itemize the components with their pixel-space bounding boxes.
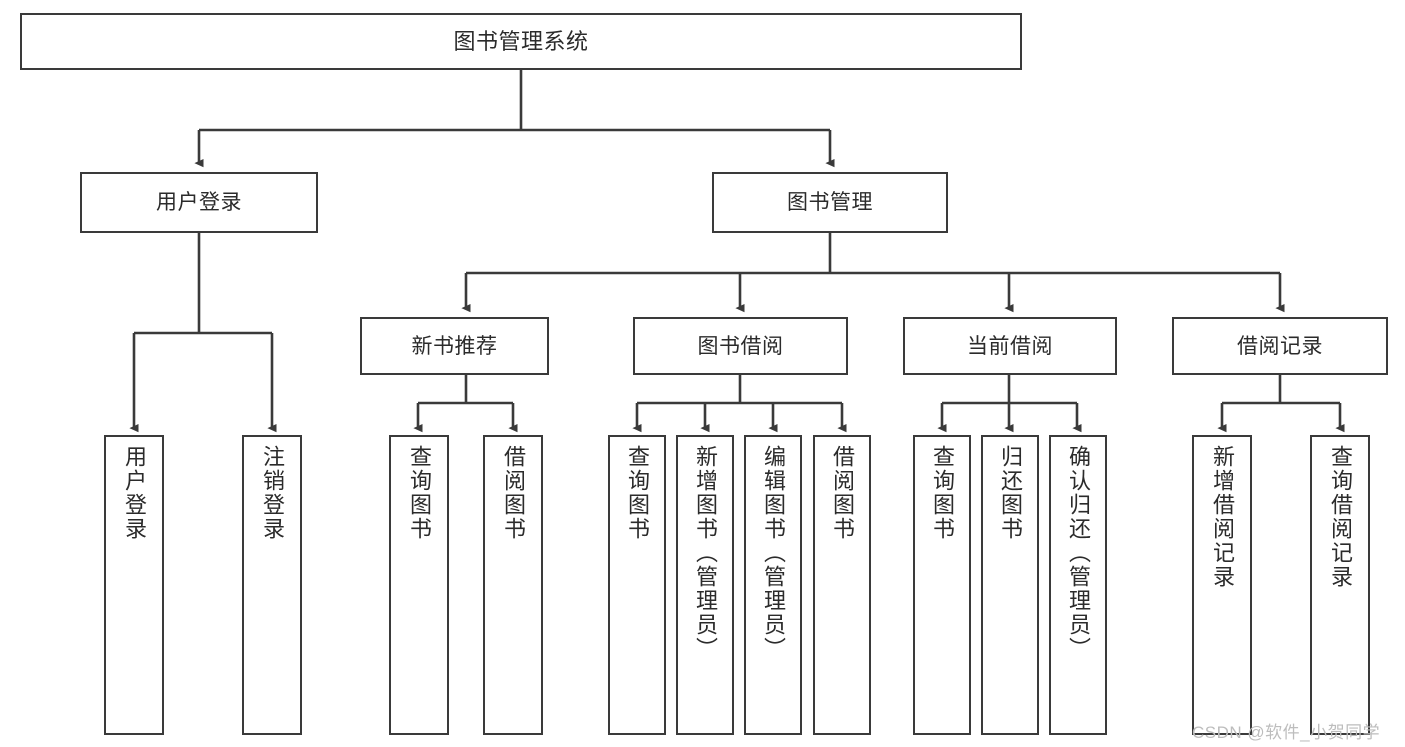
node-label: 用户登录 [121, 445, 147, 541]
node-label: 查询图书 [929, 445, 955, 541]
csdn-watermark: CSDN @软件_小贺同学 [1192, 723, 1381, 742]
node-label: 归还图书 [997, 445, 1023, 541]
leaf-borrow-borrow-book[interactable]: 借阅图书 [813, 435, 871, 735]
node-label: 查询图书 [624, 445, 650, 541]
node-label: 确认归还（管理员） [1065, 445, 1091, 661]
leaf-new-book-query-book[interactable]: 查询图书 [389, 435, 449, 735]
node-label: 新增借阅记录 [1209, 445, 1235, 589]
node-label: 查询图书 [406, 445, 432, 541]
node-user-login[interactable]: 用户登录 [80, 172, 318, 233]
node-book-management[interactable]: 图书管理 [712, 172, 948, 233]
leaf-current-return-book[interactable]: 归还图书 [981, 435, 1039, 735]
leaf-records-add-record[interactable]: 新增借阅记录 [1192, 435, 1252, 735]
leaf-records-query-record[interactable]: 查询借阅记录 [1310, 435, 1370, 735]
leaf-user-login-logout[interactable]: 注销登录 [242, 435, 302, 735]
node-new-book-recommend[interactable]: 新书推荐 [360, 317, 549, 375]
node-label: 新书推荐 [411, 334, 498, 358]
node-label: 图书借阅 [697, 334, 784, 358]
node-label: 借阅记录 [1237, 334, 1323, 358]
node-label: 查询借阅记录 [1327, 445, 1353, 589]
leaf-user-login-login[interactable]: 用户登录 [104, 435, 164, 735]
node-root-book-management-system[interactable]: 图书管理系统 [20, 13, 1022, 70]
node-label: 借阅图书 [829, 445, 855, 541]
leaf-new-book-borrow-book[interactable]: 借阅图书 [483, 435, 543, 735]
node-label: 当前借阅 [967, 334, 1053, 358]
leaf-borrow-add-book-admin[interactable]: 新增图书（管理员） [676, 435, 734, 735]
node-current-borrow[interactable]: 当前借阅 [903, 317, 1117, 375]
node-label: 图书管理 [787, 191, 873, 214]
node-label: 注销登录 [259, 445, 285, 541]
leaf-current-query-book[interactable]: 查询图书 [913, 435, 971, 735]
node-borrow-records[interactable]: 借阅记录 [1172, 317, 1388, 375]
leaf-current-confirm-return-admin[interactable]: 确认归还（管理员） [1049, 435, 1107, 735]
node-label: 编辑图书（管理员） [760, 445, 786, 661]
node-label: 用户登录 [156, 191, 242, 214]
node-label: 新增图书（管理员） [692, 445, 718, 661]
leaf-borrow-edit-book-admin[interactable]: 编辑图书（管理员） [744, 435, 802, 735]
leaf-borrow-query-book[interactable]: 查询图书 [608, 435, 666, 735]
node-label: 借阅图书 [500, 445, 526, 541]
node-label: 图书管理系统 [453, 28, 589, 54]
node-book-borrow[interactable]: 图书借阅 [633, 317, 848, 375]
